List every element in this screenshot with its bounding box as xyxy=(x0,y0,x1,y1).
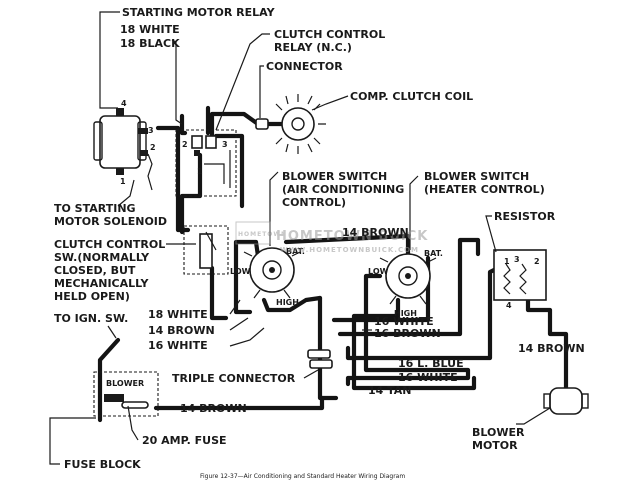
label-clutch-sw-1: CLUTCH CONTROL xyxy=(54,238,165,251)
label-14-brown-bottom: 14 BROWN xyxy=(180,402,247,415)
label-clutch-sw-4: MECHANICALLY xyxy=(54,277,149,290)
wire-connector xyxy=(255,118,269,130)
triple-connector xyxy=(307,349,333,369)
relay-terminal-3: 3 xyxy=(148,126,154,135)
figure-caption: Figure 12-37—Air Conditioning and Standa… xyxy=(200,473,405,480)
ccr-terminal-2: 2 xyxy=(182,140,188,149)
wire-ccr-to-connector xyxy=(209,111,261,140)
comp-clutch-coil xyxy=(275,94,326,154)
wire-center-blue xyxy=(345,265,501,361)
label-20-amp-fuse: 20 AMP. FUSE xyxy=(142,434,227,447)
label-blower-motor-1: BLOWER xyxy=(472,426,525,439)
label-blower-heater-2: (HEATER CONTROL) xyxy=(424,183,545,196)
blower-switch-heater: BAT. LOW HIGH xyxy=(368,249,443,318)
ac-terminal-high: HIGH xyxy=(276,298,299,307)
heater-terminal-high: HIGH xyxy=(394,309,417,318)
label-to-ign-sw: TO IGN. SW. xyxy=(54,312,128,325)
wire-14-tan xyxy=(351,297,477,391)
watermark-url: WWW.HOMETOWNBUICK.COM xyxy=(280,246,419,254)
label-clutch-sw-2: SW.(NORMALLY xyxy=(54,251,150,264)
diagram-labels: STARTING MOTOR RELAY 18 WHITE 18 BLACK C… xyxy=(54,6,585,480)
label-14-brown-top: 14 BROWN xyxy=(342,226,409,239)
label-resistor: RESISTOR xyxy=(494,210,556,223)
resistor-terminal-1: 1 xyxy=(504,257,510,266)
label-triple-connector: TRIPLE CONNECTOR xyxy=(172,372,296,385)
resistor-terminal-3: 3 xyxy=(514,255,520,264)
label-starting-motor-relay: STARTING MOTOR RELAY xyxy=(122,6,276,19)
wire-clutch-sw-to-ac xyxy=(209,265,229,321)
label-14-brown-right: 14 BROWN xyxy=(518,342,585,355)
label-16-brown-center: 16 BROWN xyxy=(374,327,441,340)
blower-motor xyxy=(543,387,589,415)
label-blower-heater-1: BLOWER SWITCH xyxy=(424,170,529,183)
label-fuse-block: FUSE BLOCK xyxy=(64,458,141,471)
watermark-title: HOMETOWN BUICK xyxy=(276,229,428,244)
label-18-white-top: 18 WHITE xyxy=(120,23,180,36)
label-blower-motor-2: MOTOR xyxy=(472,439,518,452)
label-14-tan: 14 TAN xyxy=(368,384,412,397)
watermark-badge: HOMETOWN xyxy=(238,231,287,238)
wire-heat-low-loop xyxy=(345,273,471,387)
label-blower-ac-3: CONTROL) xyxy=(282,196,346,209)
leader-lines xyxy=(49,11,551,465)
label-blower-fuse-box: BLOWER xyxy=(106,379,144,388)
label-comp-clutch-coil: COMP. CLUTCH COIL xyxy=(350,90,473,103)
resistor-terminal-2: 2 xyxy=(534,257,540,266)
ac-terminal-bat: BAT. xyxy=(286,247,305,256)
label-to-starting-1: TO STARTING xyxy=(54,202,136,215)
label-18-black-top: 18 BLACK xyxy=(120,37,180,50)
label-16-l-blue: 16 L. BLUE xyxy=(398,357,464,370)
label-blower-ac-2: (AIR CONDITIONING xyxy=(282,183,404,196)
clutch-control-relay: 2 3 1 xyxy=(175,129,237,197)
clutch-control-switch xyxy=(183,225,229,275)
wire-ccr-right-loop xyxy=(213,133,245,209)
ccr-terminal-3: 3 xyxy=(222,140,228,149)
wire-ac-high-loop xyxy=(261,295,323,313)
label-16-white-mid: 16 WHITE xyxy=(148,339,208,352)
watermark: HOMETOWN HOMETOWN BUICK WWW.HOMETOWNBUIC… xyxy=(235,221,428,254)
label-to-starting-2: MOTOR SOLENOID xyxy=(54,215,167,228)
wire-center-white xyxy=(337,237,481,337)
ccr-terminal-1: 1 xyxy=(197,167,203,176)
heater-terminal-low: LOW xyxy=(368,267,389,276)
wire-18-white-top xyxy=(179,113,188,136)
resistor-terminal-4: 4 xyxy=(506,301,512,310)
label-16-white-center: 16 WHITE xyxy=(374,315,434,328)
wire-14-brown-top-run xyxy=(283,233,411,261)
wire-14-brown-bottom xyxy=(153,395,325,411)
relay-terminal-2: 2 xyxy=(150,143,156,152)
relay-terminal-1: 1 xyxy=(120,177,126,186)
wire-resistor-to-motor xyxy=(525,269,569,391)
label-connector: CONNECTOR xyxy=(266,60,343,73)
label-clutch-control-relay-1: CLUTCH CONTROL xyxy=(274,28,385,41)
label-clutch-sw-3: CLOSED, BUT xyxy=(54,264,136,277)
blower-switch-ac: BAT. LOW HIGH xyxy=(230,247,305,307)
label-clutch-control-relay-2: RELAY (N.C.) xyxy=(274,41,352,54)
starting-motor-relay: 4 3 2 1 xyxy=(93,99,156,191)
blower-resistor: 1 2 3 4 xyxy=(493,249,547,310)
label-clutch-sw-5: HELD OPEN) xyxy=(54,290,130,303)
label-18-white-mid: 18 WHITE xyxy=(148,308,208,321)
label-16-white-right: 16 WHITE xyxy=(398,371,458,384)
heater-terminal-bat: BAT. xyxy=(424,249,443,258)
label-14-brown-mid: 14 BROWN xyxy=(148,324,215,337)
label-blower-ac-1: BLOWER SWITCH xyxy=(282,170,387,183)
wire-16-white-center xyxy=(317,295,339,401)
wire-ign-feed xyxy=(97,337,121,423)
ac-terminal-low: LOW xyxy=(230,267,251,276)
relay-terminal-4: 4 xyxy=(121,99,127,108)
